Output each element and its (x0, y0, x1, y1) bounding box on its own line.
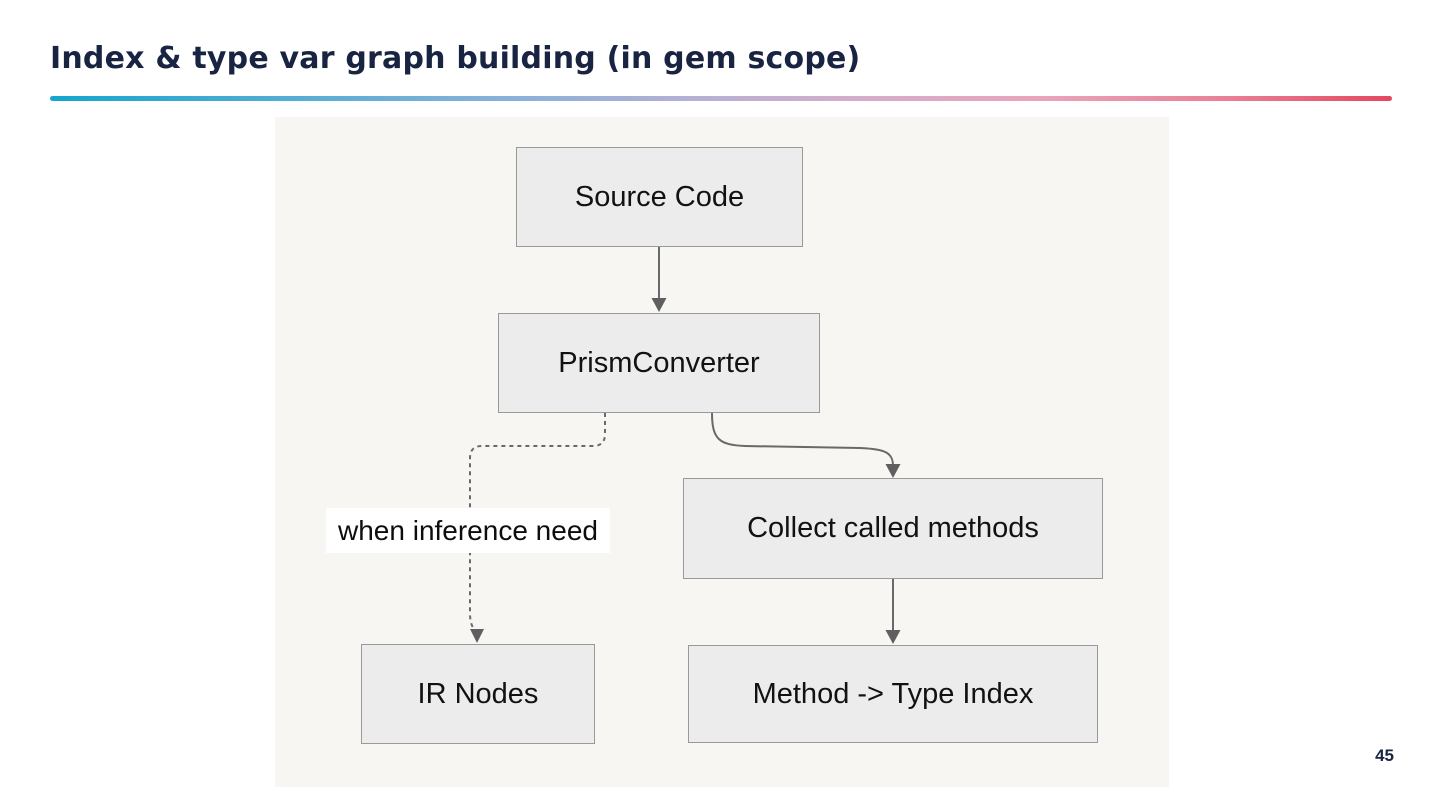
arrowhead-icon (470, 629, 484, 643)
edge-label-when-inference-need: when inference need (326, 508, 610, 553)
slide-title: Index & type var graph building (in gem … (50, 41, 861, 76)
node-method-type-index: Method -> Type Index (688, 645, 1098, 743)
node-source-code: Source Code (516, 147, 803, 247)
arrowhead-icon (885, 630, 901, 644)
node-collect-called-methods: Collect called methods (683, 478, 1103, 579)
page-number: 45 (1375, 746, 1394, 765)
edge-prism-converter-to-ir-nodes (469, 413, 606, 643)
node-ir-nodes: IR Nodes (361, 644, 595, 744)
node-prism-converter: PrismConverter (498, 313, 820, 413)
edge-collect-called-methods-to-method-type-index (885, 579, 901, 644)
flowchart-edges (469, 247, 901, 644)
edge-source-code-to-prism-converter (651, 247, 667, 312)
accent-gradient-rule (50, 96, 1392, 101)
edge-prism-converter-to-collect-called-methods (711, 412, 901, 478)
arrowhead-icon (885, 464, 901, 478)
arrowhead-icon (651, 298, 667, 312)
flowchart-panel: Source Code PrismConverter Collect calle… (275, 117, 1169, 787)
